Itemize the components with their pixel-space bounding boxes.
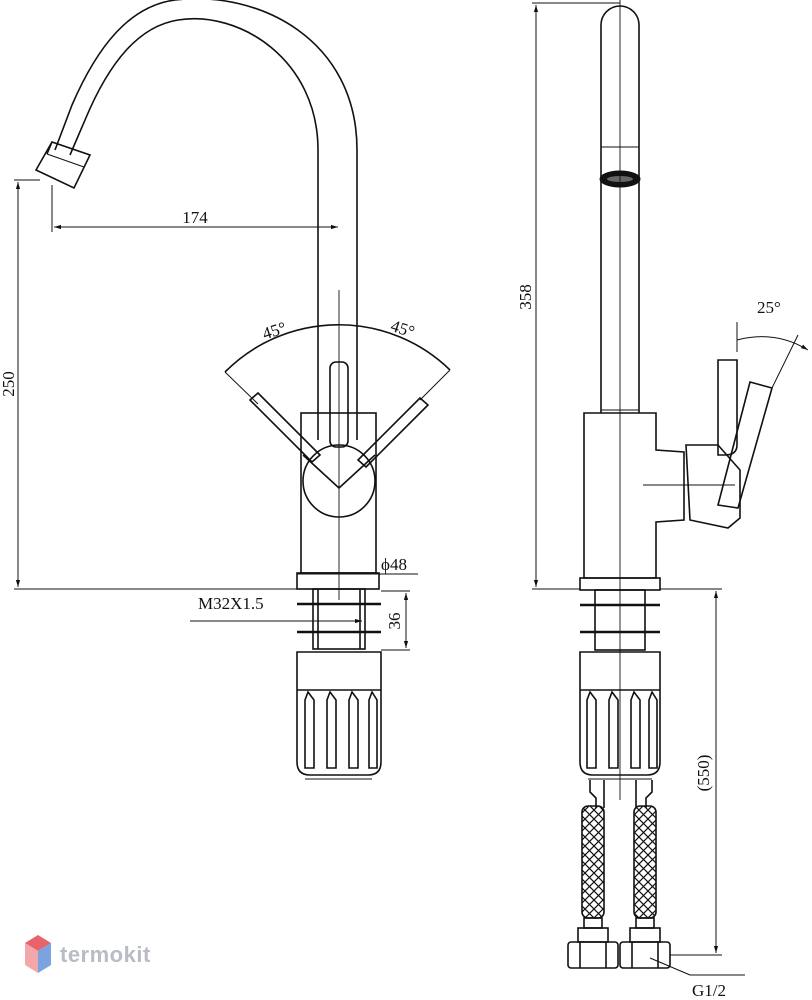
label-hose-connection: G1/2	[692, 981, 726, 1000]
dim-thread-length	[381, 590, 410, 651]
side-body	[583, 412, 735, 579]
label-angle-right: 45°	[388, 316, 417, 341]
front-body	[300, 361, 377, 574]
hose-hex-nuts	[567, 941, 671, 969]
label-lever-tilt: 25°	[757, 298, 781, 317]
dim-hose-length	[660, 588, 722, 956]
termokit-logo-icon	[25, 935, 51, 973]
lever-angle-arc	[224, 323, 451, 405]
front-view: 174 250 45° 45° ϕ48 M32X1.5 36	[0, 0, 451, 780]
hose-transition	[589, 780, 653, 808]
label-height: 250	[0, 371, 18, 397]
flexible-hoses	[577, 805, 661, 943]
front-mounting-nut	[296, 651, 382, 780]
label-total-height: 358	[516, 284, 535, 310]
label-thread: M32X1.5	[198, 594, 264, 613]
label-angle-left: 45°	[260, 318, 289, 343]
termokit-brand-text: termokit	[60, 942, 151, 967]
side-handle	[685, 359, 773, 529]
front-base-thread	[296, 572, 381, 650]
label-thread-length: 36	[385, 613, 404, 630]
dim-spout-reach	[51, 185, 338, 232]
front-levers	[248, 391, 430, 469]
label-base-diameter: ϕ48	[381, 555, 407, 574]
dim-lever-tilt	[736, 322, 809, 389]
label-hose-length: (550)	[694, 755, 713, 792]
side-view: 358 25° (550) G1/2	[516, 0, 809, 1000]
front-spout	[34, 0, 358, 440]
side-mounting-nut	[579, 651, 661, 780]
dim-height	[14, 179, 300, 590]
dim-total-height	[532, 2, 620, 590]
dim-hose-connection	[649, 957, 745, 976]
side-base-thread	[579, 577, 661, 651]
termokit-watermark: termokit	[25, 935, 151, 973]
label-spout-reach: 174	[182, 208, 208, 227]
